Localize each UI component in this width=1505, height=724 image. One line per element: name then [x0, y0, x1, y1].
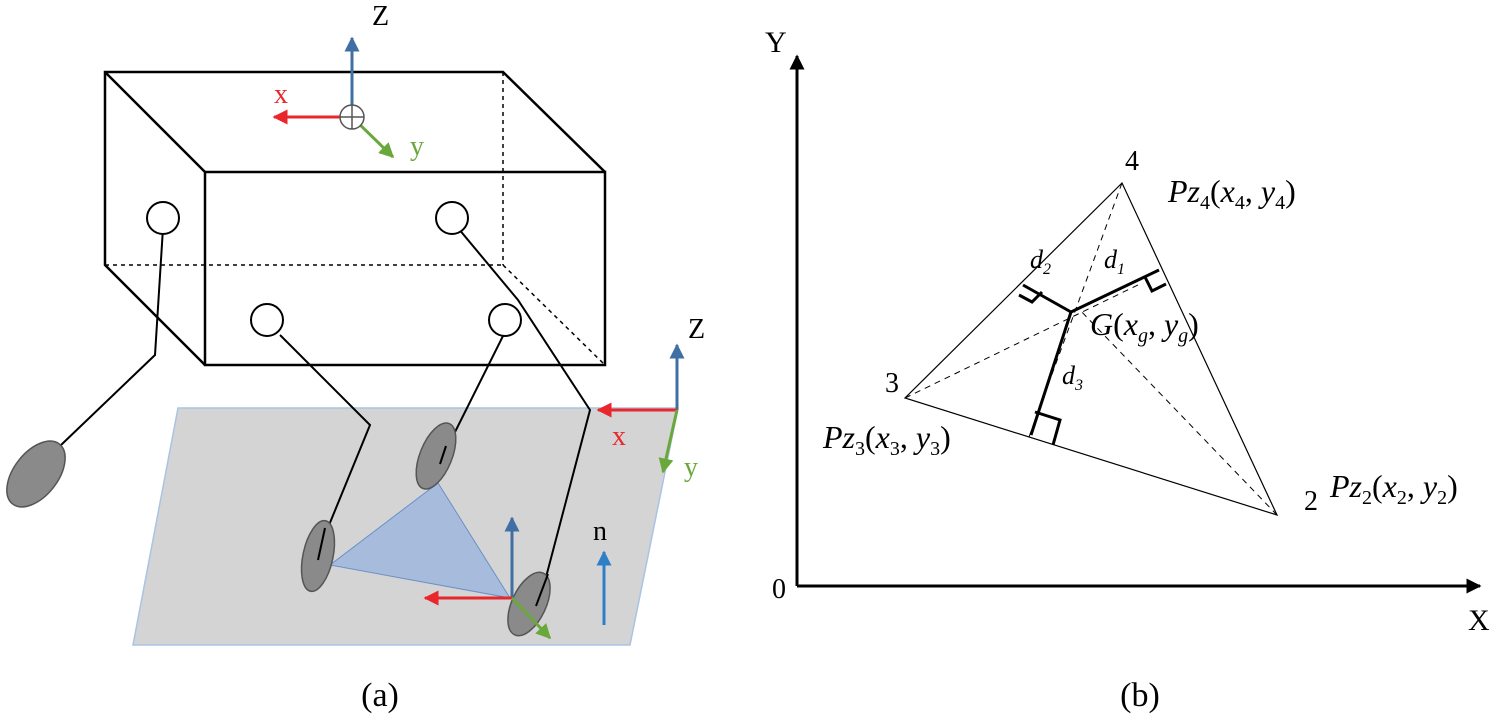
robot-body-box [103, 70, 607, 367]
hip-joint-4 [488, 303, 522, 337]
d1-segment [1070, 268, 1160, 314]
normal-label: n [593, 516, 607, 547]
vertex-2-number: 2 [1304, 486, 1318, 517]
normal-vector: n [593, 516, 612, 625]
foot-3 [415, 422, 457, 490]
leg-4 [457, 227, 592, 601]
vertex-4-label: Pz4(x4, y4) [1167, 173, 1296, 214]
vertex-4-number: 4 [1125, 146, 1139, 177]
x-axis-label: X [1468, 604, 1490, 637]
ground-z-label: Z [688, 314, 705, 345]
ground-frame: Z x y [596, 314, 705, 483]
body-x-label: x [274, 79, 288, 110]
ground-y-label: y [684, 452, 698, 483]
caption-a: (a) [361, 677, 399, 714]
vertex-2-label: Pz2(x2, y2) [1329, 468, 1458, 509]
leg-1 [36, 227, 164, 469]
hip-joint-1 [146, 201, 180, 235]
medians [904, 182, 1278, 516]
foot-1 [6, 440, 66, 508]
d3-segment [1029, 311, 1073, 436]
hip-joints [146, 201, 522, 337]
y-axis-label: Y [765, 26, 787, 59]
caption-b: (b) [1120, 677, 1160, 714]
panel-b: Y X 0 d1 d2 d3 4 3 2 Pz4(x4, y [765, 26, 1490, 714]
d2-segment [1022, 283, 1072, 314]
ground-x-label: x [612, 421, 626, 452]
vertex-3-number: 3 [885, 368, 899, 399]
d3-label: d3 [1062, 361, 1083, 394]
d1-label: d1 [1104, 245, 1125, 278]
perpendiculars [1022, 268, 1160, 436]
support-triangle [328, 482, 512, 599]
centroid-label: G(xg, yg) [1090, 306, 1199, 347]
panel-a: Z x y Z x y n (a) [6, 1, 705, 714]
vertex-3-label: Pz3(x3, y3) [822, 419, 951, 460]
leg-2 [279, 334, 372, 553]
support-polygon [903, 181, 1279, 516]
legs [36, 227, 592, 601]
feet [6, 422, 551, 637]
hip-joint-3 [250, 303, 284, 337]
right-angle-marks [1018, 276, 1167, 446]
body-y-label: y [410, 131, 424, 162]
foot-4 [507, 571, 551, 637]
support-frame [423, 516, 552, 640]
body-frame: Z x y [272, 1, 424, 162]
hip-joint-2 [435, 201, 469, 235]
origin-label: 0 [772, 574, 786, 605]
body-z-label: Z [372, 1, 389, 32]
d2-label: d2 [1030, 245, 1051, 278]
